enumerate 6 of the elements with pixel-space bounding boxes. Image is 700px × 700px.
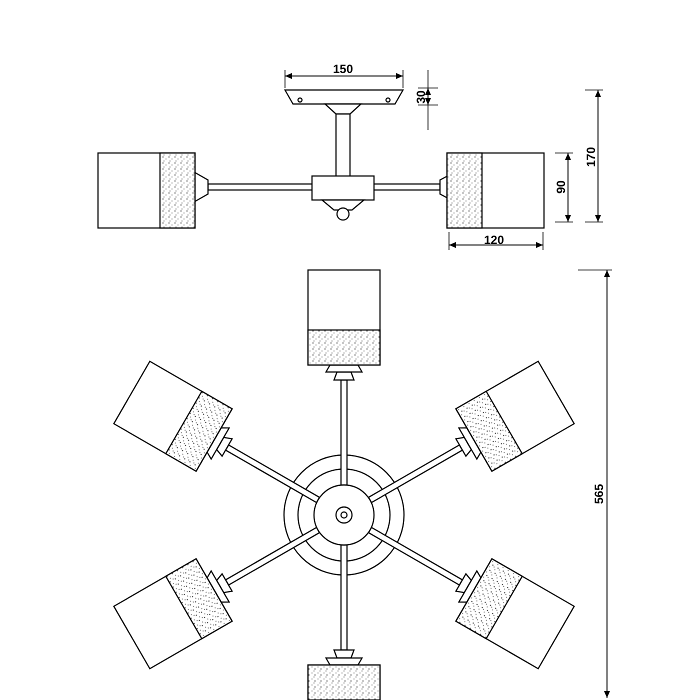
dimension-label: 150 xyxy=(332,63,354,75)
dimension-label: 30 xyxy=(415,90,427,104)
dimension-label: 120 xyxy=(484,234,504,246)
dimension-label: 565 xyxy=(593,484,605,504)
dimension-label: 90 xyxy=(555,180,567,194)
dimension-label: 170 xyxy=(585,146,597,168)
